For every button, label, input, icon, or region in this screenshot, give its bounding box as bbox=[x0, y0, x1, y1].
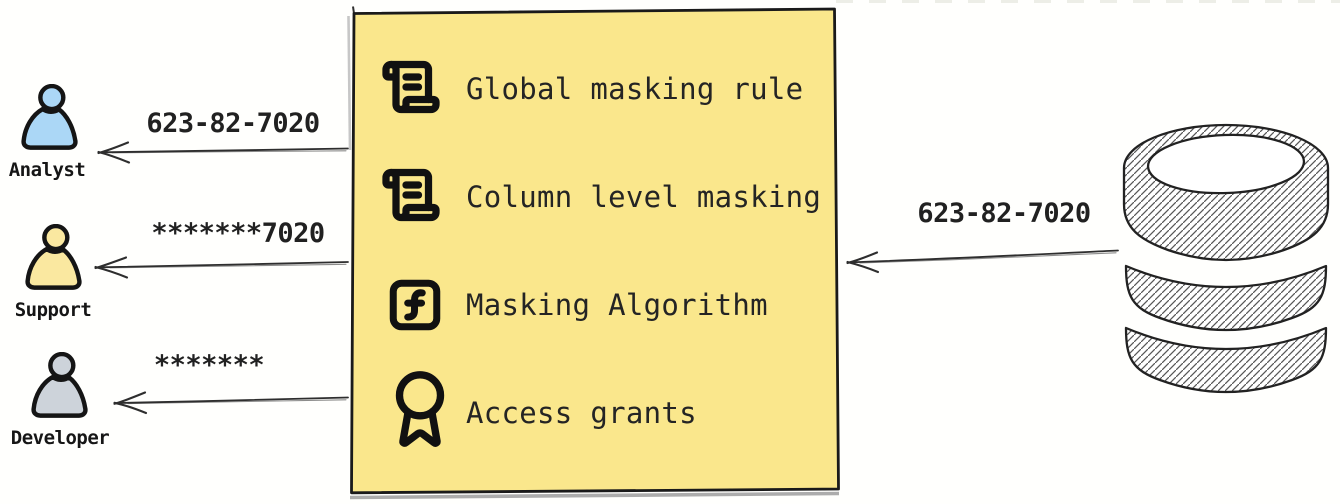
analyst-label: Analyst bbox=[8, 159, 86, 181]
policy-box-shadow-bottom bbox=[349, 491, 840, 500]
support-value-label: *******7020 bbox=[151, 218, 325, 249]
policy-item-masking-algorithm: Masking Algorithm bbox=[466, 288, 768, 322]
policy-box-outline bbox=[350, 7, 840, 495]
policy-box-shadow-left bbox=[347, 15, 352, 151]
database-middle-band bbox=[1124, 264, 1328, 332]
database-value-label: 623-82-7020 bbox=[917, 198, 1091, 229]
arrow-to-analyst bbox=[97, 141, 349, 164]
developer-person-icon bbox=[31, 352, 88, 418]
database-icon bbox=[1122, 123, 1330, 394]
policy-item-column-level-masking: Column level masking bbox=[466, 180, 822, 214]
database-bottom-band bbox=[1124, 326, 1328, 394]
arrow-to-developer bbox=[113, 391, 349, 415]
arrow-to-support bbox=[94, 256, 349, 279]
function-icon bbox=[389, 279, 441, 331]
analyst-value-label: 623-82-7020 bbox=[146, 108, 320, 139]
database-top-face bbox=[1146, 133, 1306, 195]
developer-label: Developer bbox=[10, 427, 110, 449]
arrow-database-to-box bbox=[846, 249, 1119, 274]
scroll-text-icon bbox=[382, 168, 440, 222]
analyst-person-icon bbox=[21, 84, 78, 150]
support-person-icon bbox=[25, 224, 82, 290]
policy-box bbox=[347, 6, 840, 500]
support-label: Support bbox=[14, 299, 92, 321]
policy-item-global-masking-rule: Global masking rule bbox=[466, 72, 804, 106]
award-icon bbox=[395, 371, 445, 447]
policy-box-corner-stroke bbox=[352, 6, 355, 14]
scroll-text-icon bbox=[382, 60, 440, 114]
policy-item-access-grants: Access grants bbox=[466, 396, 697, 430]
canvas-edge-dashes bbox=[836, 0, 1340, 3]
developer-value-label: ******* bbox=[153, 350, 265, 381]
